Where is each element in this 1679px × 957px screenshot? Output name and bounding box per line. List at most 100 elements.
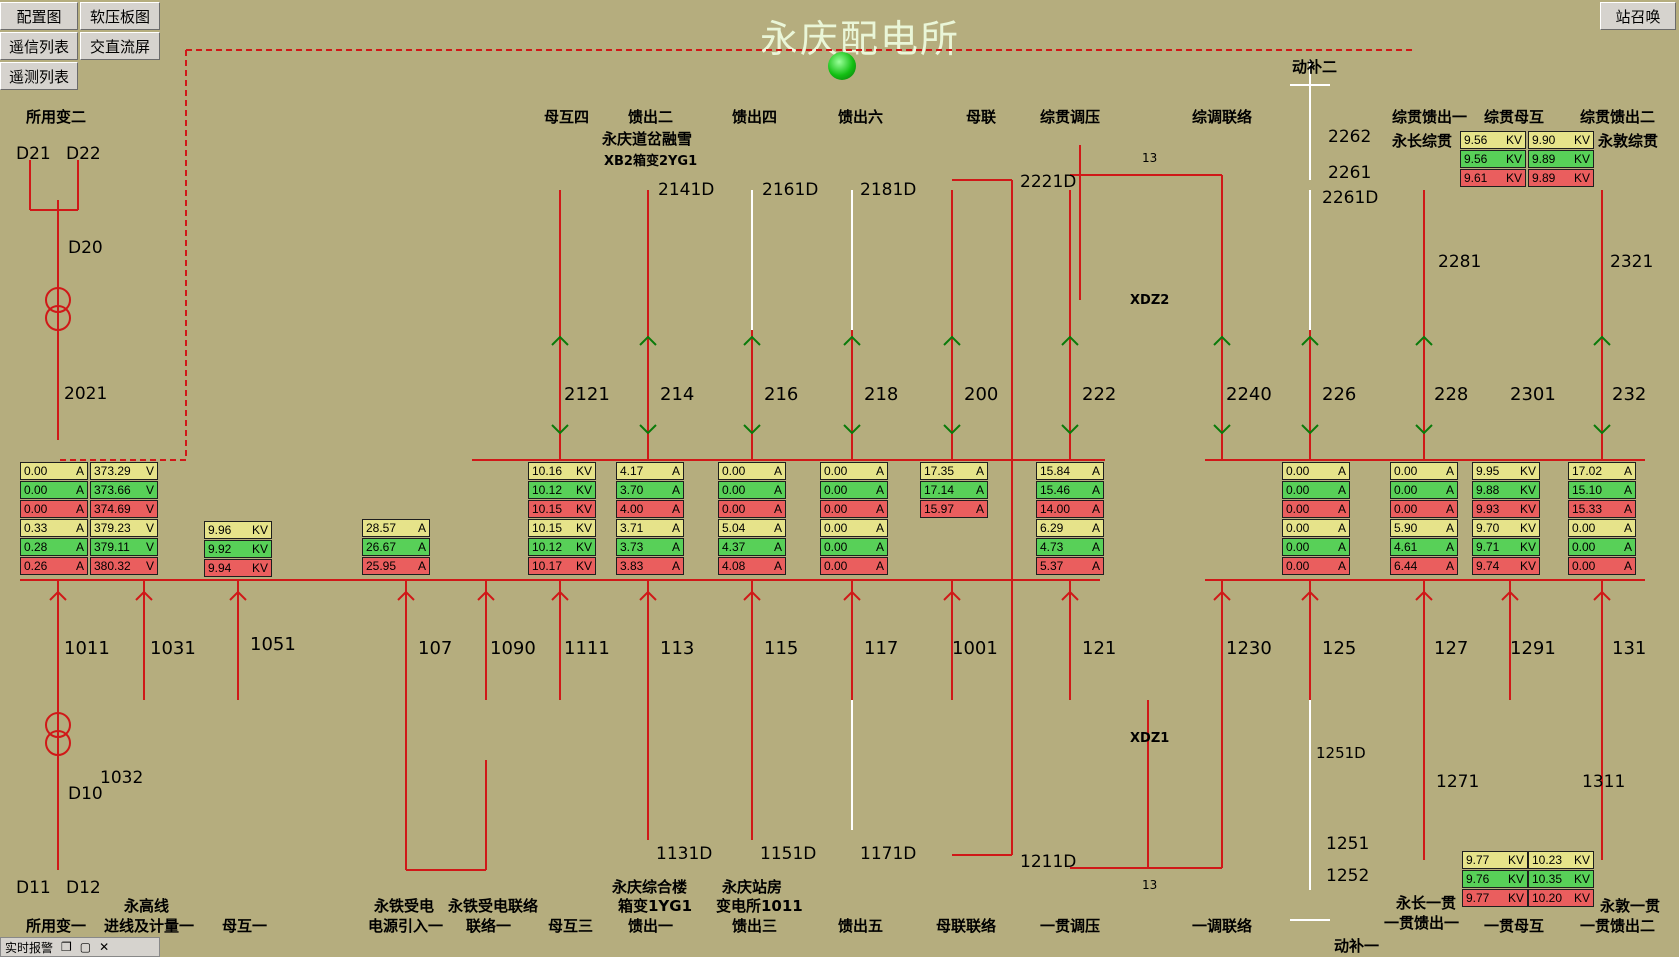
- signal-list-button[interactable]: 遥信列表: [0, 32, 78, 60]
- device-d12[interactable]: D12: [66, 878, 101, 898]
- device-2301[interactable]: 2301: [1510, 384, 1556, 405]
- device-1031[interactable]: 1031: [150, 638, 196, 659]
- device-200[interactable]: 200: [964, 384, 999, 405]
- label-ydyg2: 一贯馈出二: [1580, 917, 1656, 935]
- device-1001[interactable]: 1001: [952, 638, 998, 659]
- restore-icon[interactable]: ❐: [61, 940, 72, 954]
- device-d11[interactable]: D11: [16, 878, 51, 898]
- alarm-label[interactable]: 实时报警: [5, 940, 54, 955]
- device-1151d[interactable]: 1151D: [760, 844, 817, 864]
- device-2262[interactable]: 2262: [1328, 127, 1372, 147]
- device-1211d[interactable]: 1211D: [1020, 852, 1077, 872]
- device-1111[interactable]: 1111: [564, 638, 610, 659]
- softplate-button[interactable]: 软压板图: [80, 2, 160, 30]
- acdc-button[interactable]: 交直流屏: [80, 32, 160, 60]
- device-127[interactable]: 127: [1434, 638, 1469, 659]
- label-ytll2: 联络一: [466, 917, 512, 935]
- device-1311[interactable]: 1311: [1582, 772, 1626, 792]
- label-ygmh: 一贯母互: [1484, 917, 1545, 935]
- device-1051[interactable]: 1051: [250, 634, 296, 655]
- close-icon[interactable]: ✕: [99, 940, 110, 954]
- device-1131d[interactable]: 1131D: [656, 844, 713, 864]
- device-1032[interactable]: 1032: [100, 768, 144, 788]
- device-1251[interactable]: 1251: [1326, 834, 1370, 854]
- label-ytsd2: 电源引入一: [368, 917, 444, 935]
- device-2281[interactable]: 2281: [1438, 252, 1482, 272]
- device-2221d[interactable]: 2221D: [1020, 172, 1077, 192]
- device-107[interactable]: 107: [418, 638, 453, 659]
- device-1291[interactable]: 1291: [1510, 638, 1556, 659]
- device-222[interactable]: 222: [1082, 384, 1117, 405]
- device-2121[interactable]: 2121: [564, 384, 610, 405]
- device-121[interactable]: 121: [1082, 638, 1117, 659]
- device-2240[interactable]: 2240: [1226, 384, 1272, 405]
- device-1011[interactable]: 1011: [64, 638, 110, 659]
- device-113[interactable]: 113: [660, 638, 695, 659]
- device-d10[interactable]: D10: [68, 784, 103, 804]
- device-1171d[interactable]: 1171D: [860, 844, 917, 864]
- maximize-icon[interactable]: ▢: [79, 940, 92, 954]
- device-1251d[interactable]: 1251D: [1316, 744, 1366, 762]
- label-yqzf2: 变电所1011: [716, 897, 803, 915]
- device-2141d[interactable]: 2141D: [658, 180, 715, 200]
- device-1271[interactable]: 1271: [1436, 772, 1480, 792]
- measure-list-button[interactable]: 遥测列表: [0, 62, 78, 90]
- device-232[interactable]: 232: [1612, 384, 1647, 405]
- device-131[interactable]: 131: [1612, 638, 1647, 659]
- label-zongtiao-lianluo: 综调联络: [1192, 108, 1253, 126]
- device-2021[interactable]: 2021: [64, 384, 108, 404]
- device-d20[interactable]: D20: [68, 238, 103, 258]
- label-yg-tiaoya: 一贯调压: [1040, 917, 1101, 935]
- device-226[interactable]: 226: [1322, 384, 1357, 405]
- device-2181d[interactable]: 2181D: [860, 180, 917, 200]
- device-d22[interactable]: D22: [66, 144, 101, 164]
- device-2261d[interactable]: 2261D: [1322, 188, 1379, 208]
- device-2261[interactable]: 2261: [1328, 163, 1372, 183]
- device-216[interactable]: 216: [764, 384, 799, 405]
- device-125[interactable]: 125: [1322, 638, 1357, 659]
- device-2321[interactable]: 2321: [1610, 252, 1654, 272]
- device-214[interactable]: 214: [660, 384, 695, 405]
- device-1230[interactable]: 1230: [1226, 638, 1272, 659]
- label-yqzh2: 箱变1YG1: [618, 897, 693, 915]
- device-d21[interactable]: D21: [16, 144, 51, 164]
- device-1252[interactable]: 1252: [1326, 866, 1370, 886]
- label-zongguan-tiaoya: 综贯调压: [1040, 108, 1101, 126]
- device-228[interactable]: 228: [1434, 384, 1469, 405]
- device-117[interactable]: 117: [864, 638, 899, 659]
- device-2161d[interactable]: 2161D: [762, 180, 819, 200]
- layout-button[interactable]: 配置图: [0, 2, 78, 30]
- station-call-button[interactable]: 站召唤: [1600, 2, 1676, 30]
- device-115[interactable]: 115: [764, 638, 799, 659]
- device-218[interactable]: 218: [864, 384, 899, 405]
- device-1090[interactable]: 1090: [490, 638, 536, 659]
